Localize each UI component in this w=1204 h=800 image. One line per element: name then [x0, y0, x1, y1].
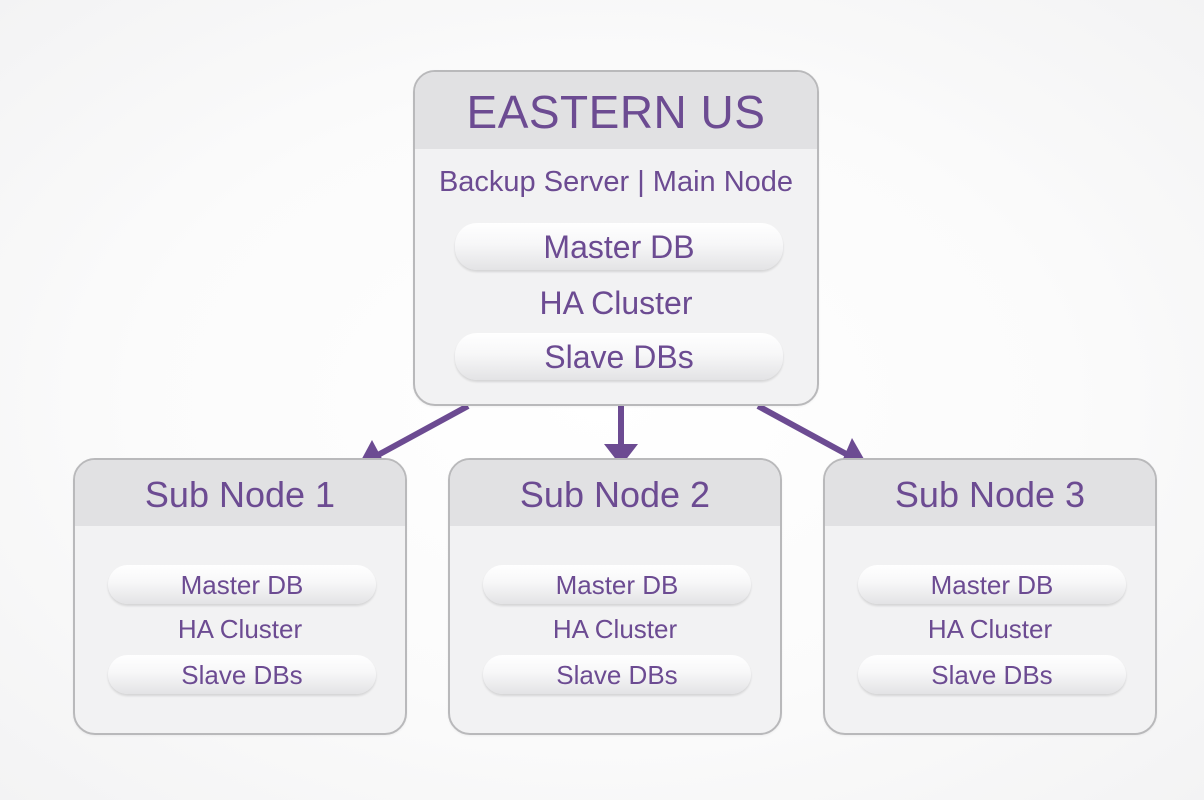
sub-node-1-slave-dbs-pill: Slave DBs — [108, 655, 376, 694]
sub-node-2: Sub Node 2 Master DB HA Cluster Slave DB… — [448, 458, 782, 735]
main-ha-cluster-label: HA Cluster — [539, 285, 693, 321]
sub-node-2-title: Sub Node 2 — [450, 460, 780, 526]
main-slave-dbs-pill: Slave DBs — [455, 333, 783, 380]
main-node-subtitle: Backup Server | Main Node — [438, 166, 794, 198]
sub-node-3-slave-dbs-pill: Slave DBs — [858, 655, 1126, 694]
sub-node-3: Sub Node 3 Master DB HA Cluster Slave DB… — [823, 458, 1157, 735]
arrow-to-sub-node-3 — [756, 403, 850, 458]
sub-node-1-master-db-pill: Master DB — [108, 565, 376, 604]
sub-node-1: Sub Node 1 Master DB HA Cluster Slave DB… — [73, 458, 407, 735]
main-node-title: EASTERN US — [415, 72, 817, 149]
sub-node-3-title: Sub Node 3 — [825, 460, 1155, 526]
sub-node-3-ha-cluster-label: HA Cluster — [927, 614, 1053, 644]
sub-node-1-title: Sub Node 1 — [75, 460, 405, 526]
sub-node-2-master-db-pill: Master DB — [483, 565, 751, 604]
main-master-db-pill: Master DB — [455, 223, 783, 270]
sub-node-2-slave-dbs-pill: Slave DBs — [483, 655, 751, 694]
sub-node-2-ha-cluster-label: HA Cluster — [552, 614, 678, 644]
arrowhead-sub-node-2 — [604, 444, 638, 466]
sub-node-3-master-db-pill: Master DB — [858, 565, 1126, 604]
sub-node-1-ha-cluster-label: HA Cluster — [177, 614, 303, 644]
arrow-to-sub-node-1 — [376, 403, 470, 458]
main-node: EASTERN US Backup Server | Main Node Mas… — [413, 70, 819, 406]
